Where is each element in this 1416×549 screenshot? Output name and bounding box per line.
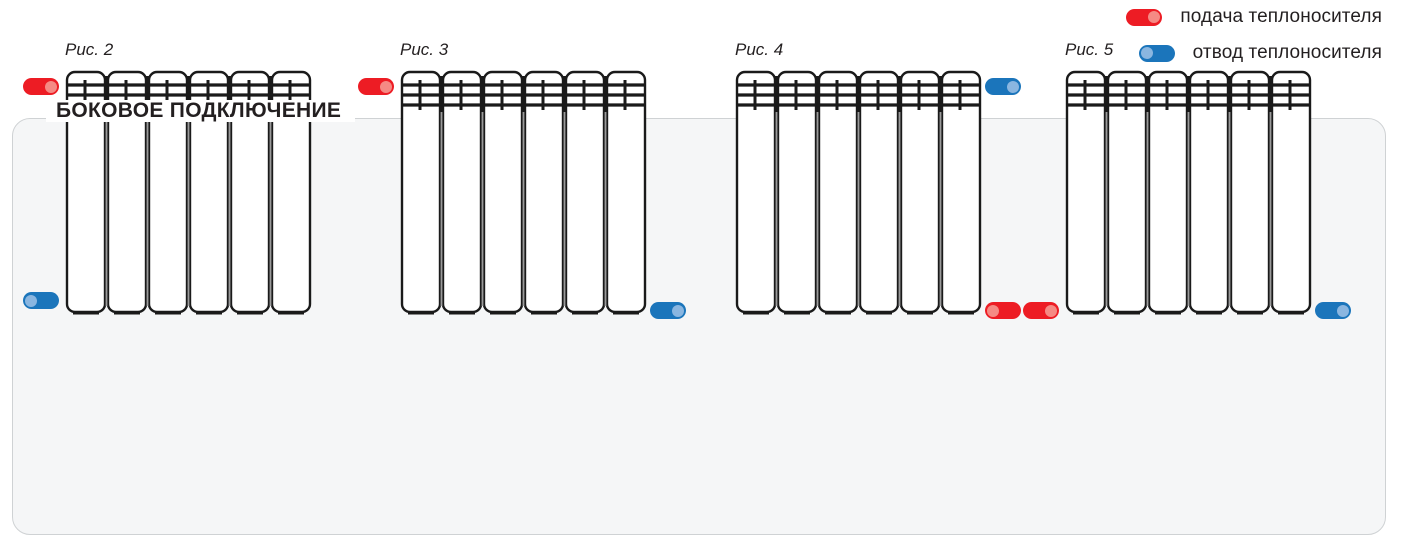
- connector-supply-bottom-left: [1023, 302, 1059, 319]
- radiator-ris-3: [358, 70, 686, 320]
- radiator-ris-5: [1023, 70, 1351, 320]
- radiator-graphic: [65, 70, 312, 315]
- connector-return-bottom-left: [23, 292, 59, 309]
- return-pill-icon: [1138, 44, 1175, 62]
- radiator-ris-4: [735, 70, 1021, 320]
- legend-item-supply: подача теплоносителя: [1126, 6, 1382, 28]
- radiator-graphic: [400, 70, 647, 315]
- connector-return-bottom-right: [650, 302, 686, 319]
- connector-supply-top-left: [23, 78, 59, 95]
- connector-return-bottom-right: [1315, 302, 1351, 319]
- figure-caption-ris-5: Рис. 5: [1065, 40, 1114, 59]
- legend: подача теплоносителя отвод теплоносителя: [1126, 6, 1382, 64]
- legend-label-supply: подача теплоносителя: [1180, 6, 1382, 27]
- radiator-graphic: [1065, 70, 1312, 315]
- figure-caption-ris-2: Рис. 2: [65, 40, 114, 59]
- connector-supply-bottom-right: [985, 302, 1021, 319]
- supply-pill-icon: [1126, 8, 1163, 26]
- legend-label-return: отвод теплоносителя: [1192, 42, 1382, 63]
- connector-return-top-right: [985, 78, 1021, 95]
- legend-item-return: отвод теплоносителя: [1126, 42, 1382, 64]
- radiator-ris-2: [23, 70, 315, 320]
- connector-supply-top-left: [358, 78, 394, 95]
- section-title: БОКОВОЕ ПОДКЛЮЧЕНИЕ: [46, 100, 356, 122]
- radiator-graphic: [735, 70, 982, 315]
- figure-caption-ris-3: Рис. 3: [400, 40, 449, 59]
- figure-caption-ris-4: Рис. 4: [735, 40, 784, 59]
